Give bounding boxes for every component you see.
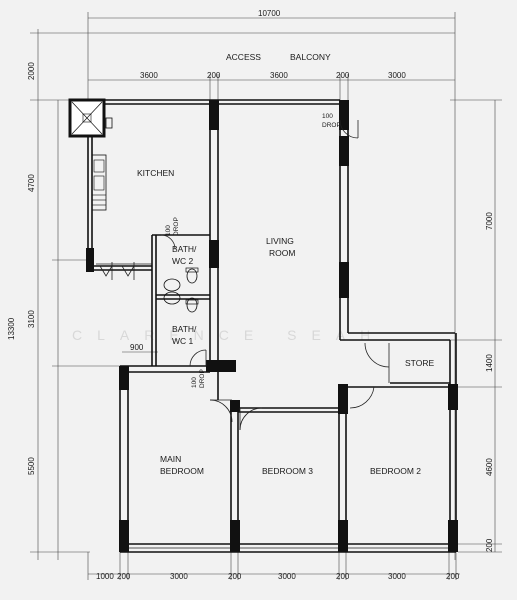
label-access: ACCESS bbox=[226, 52, 261, 62]
dim-bottom-1: 1000 bbox=[96, 572, 114, 581]
dimension-labels: 10700 3600 200 3600 200 3000 1000 200 30… bbox=[7, 9, 494, 581]
drop-wc1-value: 100 bbox=[191, 377, 198, 388]
dim-right-2: 1400 bbox=[485, 354, 494, 372]
label-store: STORE bbox=[405, 358, 434, 368]
dim-top-total: 10700 bbox=[258, 9, 281, 18]
drop-annotations: 100 DROP 100 DROP 100 DROP bbox=[165, 113, 341, 388]
dim-top-4: 200 bbox=[336, 71, 350, 80]
dim-top-3: 3600 bbox=[270, 71, 288, 80]
dim-bottom-7: 3000 bbox=[388, 572, 406, 581]
doors bbox=[96, 119, 390, 431]
dim-bottom-4: 200 bbox=[228, 572, 242, 581]
dim-wc1-width: 900 bbox=[130, 343, 144, 352]
label-living-2: ROOM bbox=[269, 248, 295, 258]
dim-bottom-5: 3000 bbox=[278, 572, 296, 581]
dim-left-3: 3100 bbox=[27, 310, 36, 328]
dim-left-4: 5500 bbox=[27, 457, 36, 475]
dim-right-1: 7000 bbox=[485, 212, 494, 230]
drop-wc2-word: DROP bbox=[173, 217, 180, 236]
dim-bottom-6: 200 bbox=[336, 572, 350, 581]
label-balcony: BALCONY bbox=[290, 52, 331, 62]
structural-columns bbox=[86, 100, 458, 552]
label-bedroom-3: BEDROOM 3 bbox=[262, 466, 313, 476]
label-bath2-2: WC 2 bbox=[172, 256, 194, 266]
dim-left-1: 2000 bbox=[27, 62, 36, 80]
label-bath1-1: BATH/ bbox=[172, 324, 197, 334]
label-kitchen: KITCHEN bbox=[137, 168, 174, 178]
dim-top-2: 200 bbox=[207, 71, 221, 80]
label-living-1: LIVING bbox=[266, 236, 294, 246]
dim-top-5: 3000 bbox=[388, 71, 406, 80]
dim-top-1: 3600 bbox=[140, 71, 158, 80]
fixtures bbox=[68, 98, 199, 313]
drop-entrance-word: DROP bbox=[322, 122, 341, 129]
dim-left-2: 4700 bbox=[27, 174, 36, 192]
dim-left-total: 13300 bbox=[7, 317, 16, 340]
label-main-bed-1: MAIN bbox=[160, 454, 181, 464]
drop-wc2-value: 100 bbox=[165, 225, 172, 236]
drop-entrance-value: 100 bbox=[322, 113, 333, 120]
label-bath1-2: WC 1 bbox=[172, 336, 194, 346]
label-bath2-1: BATH/ bbox=[172, 244, 197, 254]
drop-wc1-word: DROP bbox=[199, 369, 206, 388]
dim-bottom-8: 200 bbox=[446, 572, 460, 581]
watermark-text: CLARENCE SEAH bbox=[72, 327, 385, 343]
dim-bottom-2: 200 bbox=[117, 572, 131, 581]
dimension-lines bbox=[30, 12, 502, 580]
dim-bottom-3: 3000 bbox=[170, 572, 188, 581]
dim-right-4: 200 bbox=[485, 538, 494, 552]
label-main-bed-2: BEDROOM bbox=[160, 466, 204, 476]
dim-right-3: 4600 bbox=[485, 458, 494, 476]
room-labels: ACCESS BALCONY KITCHEN LIVING ROOM STORE… bbox=[137, 52, 434, 476]
label-bedroom-2: BEDROOM 2 bbox=[370, 466, 421, 476]
